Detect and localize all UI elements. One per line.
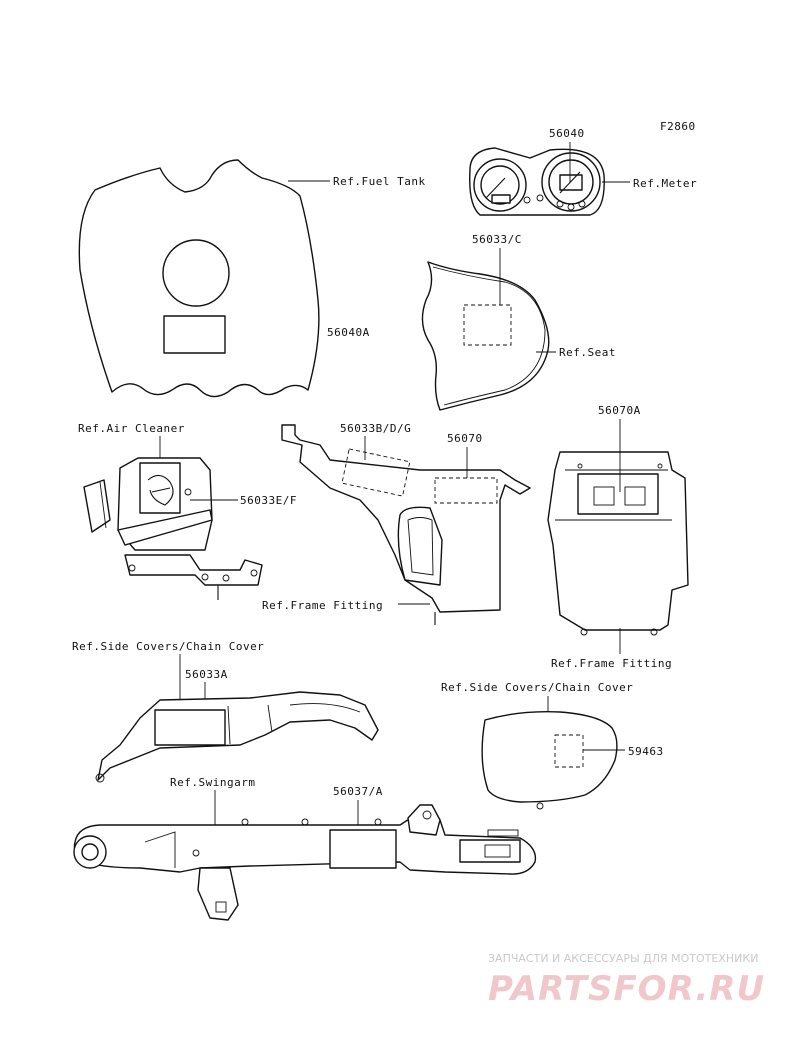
chain-cover-illustration bbox=[95, 691, 379, 783]
frame-fitting-right-illustration bbox=[547, 451, 689, 636]
label-56040a: 56040A bbox=[327, 326, 370, 339]
figure-code: F2860 bbox=[660, 120, 696, 133]
label-56070a: 56070A bbox=[598, 404, 641, 417]
label-56033c: 56033/C bbox=[472, 233, 522, 246]
watermark-brand: PARTSFOR.RU bbox=[488, 969, 765, 1009]
label-ref-frame-fitting-1: Ref.Frame Fitting bbox=[262, 599, 383, 612]
label-59463: 59463 bbox=[628, 745, 664, 758]
label-ref-frame-fitting-2: Ref.Frame Fitting bbox=[551, 657, 672, 670]
label-ref-fuel-tank: Ref.Fuel Tank bbox=[333, 175, 426, 188]
label-56033a: 56033A bbox=[185, 668, 228, 681]
label-ref-side-covers-2: Ref.Side Covers/Chain Cover bbox=[441, 681, 633, 694]
label-ref-air-cleaner: Ref.Air Cleaner bbox=[78, 422, 185, 435]
label-56033ef: 56033E/F bbox=[240, 494, 297, 507]
swingarm-illustration bbox=[73, 804, 537, 921]
label-ref-seat: Ref.Seat bbox=[559, 346, 616, 359]
frame-fitting-center-illustration bbox=[281, 424, 531, 625]
label-56070: 56070 bbox=[447, 432, 483, 445]
seat-illustration bbox=[421, 261, 550, 411]
meter-illustration bbox=[469, 147, 605, 216]
label-56040: 56040 bbox=[549, 127, 585, 140]
air-cleaner-illustration bbox=[83, 457, 263, 600]
fuel-tank-illustration bbox=[78, 159, 320, 398]
side-cover-illustration bbox=[481, 711, 618, 810]
label-56037a: 56037/A bbox=[333, 785, 383, 798]
label-ref-swingarm: Ref.Swingarm bbox=[170, 776, 255, 789]
watermark-tagline: ЗАПЧАСТИ И АКСЕССУАРЫ ДЛЯ МОТОТЕХНИКИ bbox=[488, 952, 758, 965]
label-56033bdg: 56033B/D/G bbox=[340, 422, 411, 435]
label-ref-meter: Ref.Meter bbox=[633, 177, 697, 190]
label-ref-side-covers-1: Ref.Side Covers/Chain Cover bbox=[72, 640, 264, 653]
